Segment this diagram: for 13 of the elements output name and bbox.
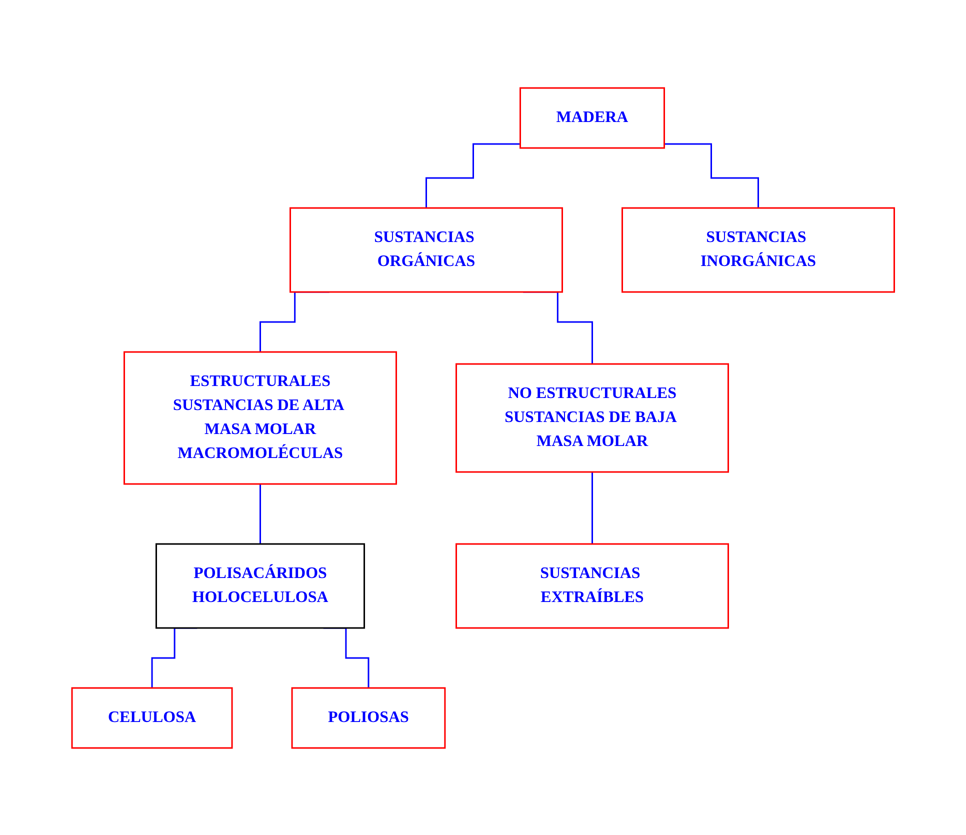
connector (664, 142, 759, 208)
node-box: POLISACÁRIDOS HOLOCELULOSA (155, 542, 365, 628)
connector (591, 470, 593, 544)
node-box: POLIOSAS (291, 686, 446, 748)
node-box: ESTRUCTURALES SUSTANCIAS DE ALTA MASA MOLAR MACROMOLÉCULAS (123, 350, 397, 484)
node-box: SUSTANCIAS ORGÁNICAS (289, 206, 563, 292)
node-box: CELULOSA (71, 686, 233, 748)
connector (259, 482, 261, 544)
node-box: NO ESTRUCTURALES SUSTANCIAS DE BAJA MASA MOLAR (455, 362, 729, 472)
connector (425, 142, 520, 208)
node-box: SUSTANCIAS EXTRAÍBLES (455, 542, 729, 628)
node-box: SUSTANCIAS INORGÁNICAS (621, 206, 895, 292)
node-box: MADERA (519, 86, 665, 148)
